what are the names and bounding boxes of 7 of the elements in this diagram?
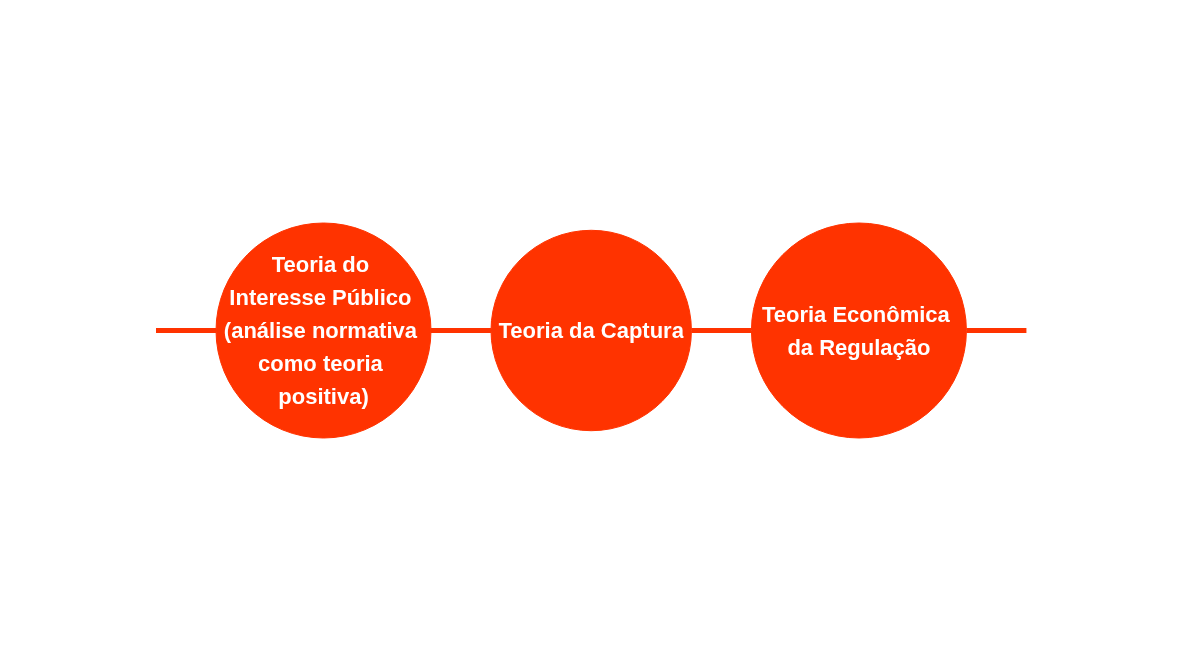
node-circle: Teoria do Interesse Público (análise normativa como teoria positiva) (215, 222, 432, 438)
connector (430, 327, 491, 333)
node-circle: Teoria Econômica da Regulação (750, 222, 967, 438)
connector (966, 327, 1027, 333)
connector (155, 327, 216, 333)
node-circle: Teoria da Captura (490, 229, 692, 431)
connector (691, 327, 752, 333)
